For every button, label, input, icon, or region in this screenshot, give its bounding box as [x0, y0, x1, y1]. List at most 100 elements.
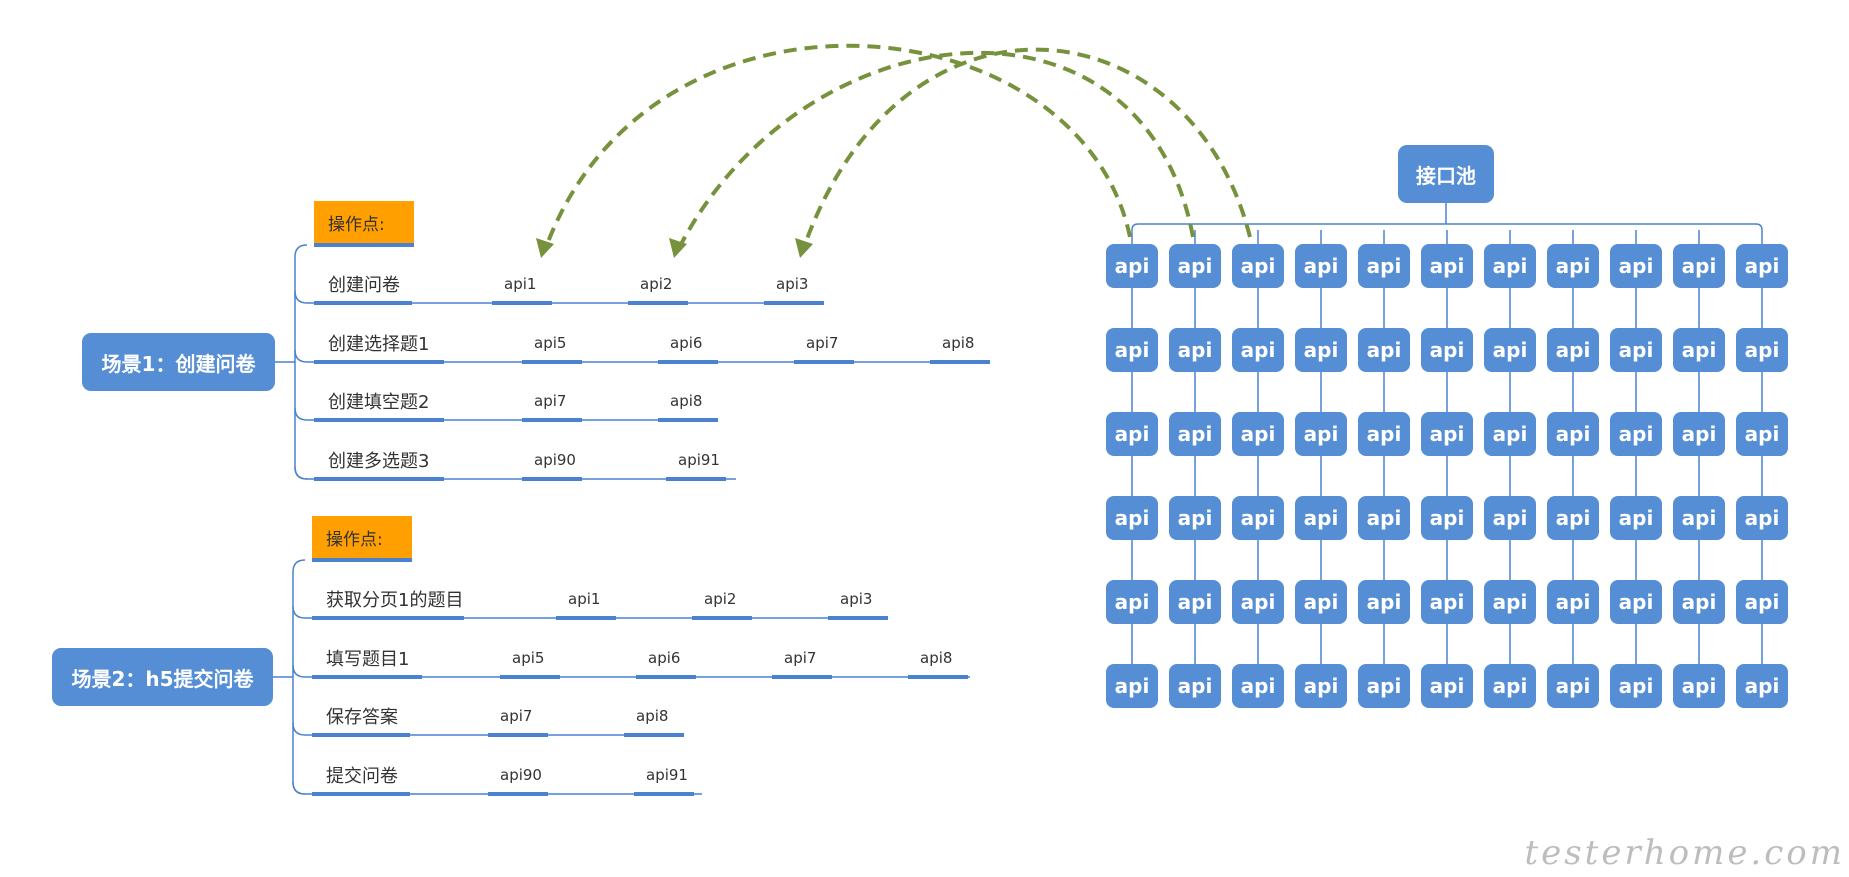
scene-1-step-3-line	[294, 407, 718, 421]
pool-api-r3-c5: api	[1358, 412, 1410, 456]
scene-1-step-2-api-3: api7	[806, 334, 839, 352]
scene-2-step-1-api-2: api2	[704, 590, 737, 608]
pool-api-r4-c11: api	[1736, 496, 1788, 540]
scene-1-step-2-label: 创建选择题1	[328, 334, 430, 355]
pool-api-r6-c8: api	[1547, 664, 1599, 708]
pool-api-r3-c10: api	[1673, 412, 1725, 456]
arrow-head-3	[795, 238, 813, 258]
pool-api-r5-c11: api	[1736, 580, 1788, 624]
dashed-arrow-3	[801, 47, 1252, 251]
scene-1-step-2-api-2: api6	[670, 334, 703, 352]
pool-api-r1-c9: api	[1610, 244, 1662, 288]
pool-api-r2-c1: api	[1106, 328, 1158, 372]
scene-2-step-2-label: 填写题目1	[326, 649, 410, 670]
pool-api-r3-c3: api	[1232, 412, 1284, 456]
pool-api-r6-c2: api	[1169, 664, 1221, 708]
pool-api-r6-c10: api	[1673, 664, 1725, 708]
pool-api-r2-c6: api	[1421, 328, 1473, 372]
scene-2-step-4-api-1-underline	[488, 792, 548, 796]
dashed-arrow-2	[676, 50, 1195, 251]
scene-1-step-2-api-4: api8	[942, 334, 975, 352]
scene-1-step-4-api-1-underline	[522, 477, 582, 481]
pool-api-r6-c11: api	[1736, 664, 1788, 708]
scene-2-step-2-underline	[312, 675, 422, 679]
scene-1-step-1-api-2: api2	[640, 275, 673, 293]
pool-bus	[1131, 223, 1763, 231]
scene-2-node: 场景2：h5提交问卷	[52, 648, 273, 706]
scene-1-step-3-api-1-underline	[522, 418, 582, 422]
scene-1-step-1-api-1: api1	[504, 275, 537, 293]
pool-api-r6-c1: api	[1106, 664, 1158, 708]
scene-1-step-1-api-2-underline	[628, 301, 688, 305]
pool-api-r3-c6: api	[1421, 412, 1473, 456]
scene-1-step-2-api-4-underline	[930, 360, 990, 364]
scene-2-step-1-api-3: api3	[840, 590, 873, 608]
scene-1-step-3-label: 创建填空题2	[328, 392, 430, 413]
pool-api-r4-c4: api	[1295, 496, 1347, 540]
scene-2-step-1-underline	[312, 616, 464, 620]
scene-1-step-3-api-2-underline	[658, 418, 718, 422]
pool-api-r1-c3: api	[1232, 244, 1284, 288]
pool-api-r4-c7: api	[1484, 496, 1536, 540]
pool-api-r5-c7: api	[1484, 580, 1536, 624]
pool-api-r2-c3: api	[1232, 328, 1284, 372]
pool-api-r4-c5: api	[1358, 496, 1410, 540]
pool-api-r1-c5: api	[1358, 244, 1410, 288]
scene-2-step-3-underline	[312, 733, 410, 737]
scene-1-step-1-api-1-underline	[492, 301, 552, 305]
api-pool-node: 接口池	[1398, 145, 1494, 203]
pool-api-r3-c1: api	[1106, 412, 1158, 456]
pool-api-r2-c7: api	[1484, 328, 1536, 372]
pool-api-r5-c3: api	[1232, 580, 1284, 624]
pool-api-r2-c4: api	[1295, 328, 1347, 372]
dashed-arrow-1	[543, 43, 1132, 251]
scene-2-step-3-label: 保存答案	[326, 707, 398, 728]
scene-2-step-2-api-1: api5	[512, 649, 545, 667]
scene-1-step-2-line	[294, 349, 990, 363]
pool-api-r2-c2: api	[1169, 328, 1221, 372]
pool-api-r2-c5: api	[1358, 328, 1410, 372]
pool-api-r3-c9: api	[1610, 412, 1662, 456]
scene-2-step-2-api-3: api7	[784, 649, 817, 667]
scene-1-step-4-line	[294, 466, 736, 480]
pool-api-r1-c2: api	[1169, 244, 1221, 288]
pool-api-r6-c7: api	[1484, 664, 1536, 708]
scene-1-step-2-api-2-underline	[658, 360, 718, 364]
pool-api-r6-c3: api	[1232, 664, 1284, 708]
scene-2-step-2-api-2-underline	[636, 675, 696, 679]
scene-1-step-4-underline	[314, 477, 444, 481]
scene-1-node: 场景1：创建问卷	[82, 333, 275, 391]
scene-1-step-2-api-1-underline	[522, 360, 582, 364]
scene-2-step-3-api-1: api7	[500, 707, 533, 725]
scene-1-step-3-api-2: api8	[670, 392, 703, 410]
scene-1-step-4-api-1: api90	[534, 451, 576, 469]
pool-api-r1-c1: api	[1106, 244, 1158, 288]
scene-1-operation-label: 操作点:	[314, 201, 414, 247]
scene-1-step-4-label: 创建多选题3	[328, 451, 430, 472]
pool-api-r6-c9: api	[1610, 664, 1662, 708]
scene-2-step-1-label: 获取分页1的题目	[326, 590, 464, 611]
pool-api-r4-c6: api	[1421, 496, 1473, 540]
pool-api-r5-c2: api	[1169, 580, 1221, 624]
pool-api-r3-c11: api	[1736, 412, 1788, 456]
pool-api-r3-c7: api	[1484, 412, 1536, 456]
scene-2-step-1-api-2-underline	[692, 616, 752, 620]
scene-1-step-1-api-3: api3	[776, 275, 809, 293]
scene-1-step-4-api-2: api91	[678, 451, 720, 469]
pool-api-r5-c10: api	[1673, 580, 1725, 624]
pool-api-r3-c8: api	[1547, 412, 1599, 456]
scene-1-step-3-api-1: api7	[534, 392, 567, 410]
pool-api-r3-c4: api	[1295, 412, 1347, 456]
pool-api-r5-c6: api	[1421, 580, 1473, 624]
scene-2-step-2-api-2: api6	[648, 649, 681, 667]
watermark: testerhome.com	[1524, 833, 1845, 873]
pool-api-r4-c8: api	[1547, 496, 1599, 540]
scene-2-step-1-api-1-underline	[556, 616, 616, 620]
scene-2-step-3-api-2-underline	[624, 733, 684, 737]
scene-1-step-1-label: 创建问卷	[328, 275, 400, 296]
scene-1-step-1-line	[294, 290, 824, 304]
scene-2-step-4-api-2: api91	[646, 766, 688, 784]
scene-2-step-4-label: 提交问卷	[326, 766, 398, 787]
pool-api-r3-c2: api	[1169, 412, 1221, 456]
